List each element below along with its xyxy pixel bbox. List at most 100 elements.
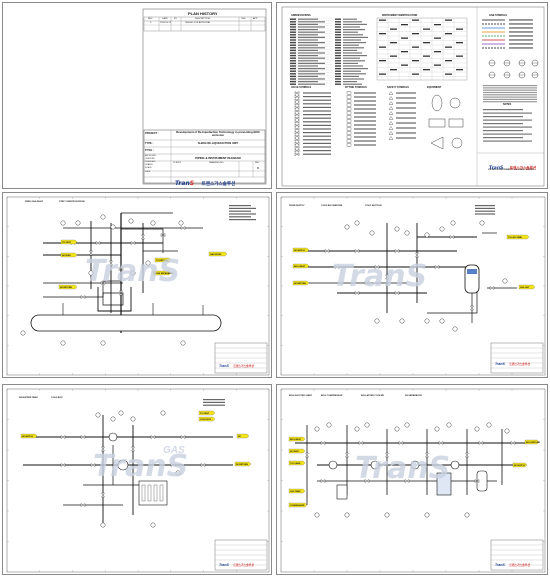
valve-icon (180, 435, 186, 439)
plate-exchanger-icon (141, 484, 146, 502)
fitting-text (354, 144, 376, 146)
note-text (203, 399, 225, 401)
storage-tank-icon (30, 314, 222, 332)
valve-icon (101, 446, 105, 452)
logo-korean: 트랜스가스솔루션 (201, 181, 236, 187)
valve-icon (320, 441, 326, 445)
valve-icon (305, 452, 309, 458)
valve-icon (364, 479, 370, 483)
legend-text-block (290, 65, 296, 67)
legend-text-block (290, 80, 296, 83)
instrument-bubble (354, 220, 360, 226)
history-header-chk: CHK (241, 17, 246, 20)
legend-text-block (343, 62, 358, 64)
instr-grid-text (456, 42, 463, 44)
safety-text (396, 137, 416, 139)
after-cooler-icon (436, 472, 452, 496)
sheet6-panel-title-3: BOG AFTER COOLER (361, 395, 384, 397)
sheet5-logo-tran: TranS (219, 563, 229, 567)
legend-text-block (335, 67, 341, 70)
history-header-description: DESCRIPTION (195, 17, 210, 20)
equip-list-text (483, 98, 537, 100)
logo-tran: Tran (175, 179, 190, 187)
sheet3-tag-2: FROM SEPARATOR (152, 270, 174, 276)
valve-icon (141, 234, 145, 240)
sheet3-tag-label: GAS FROM (210, 253, 221, 256)
compressor-icon (450, 460, 460, 470)
legend-text-block (298, 60, 318, 62)
instr-grid-text (423, 42, 430, 44)
legend-text-block (335, 52, 341, 54)
fan-icon (451, 137, 463, 149)
legend-text-block (343, 42, 366, 44)
instr-grid-text (379, 19, 386, 21)
instrument-bubble (130, 270, 136, 276)
sheet4-watermark-s: S (405, 259, 428, 294)
instrument-bubble (314, 426, 320, 432)
sheet4-tag-1: N2 SUPPLY (292, 247, 310, 253)
equip-list-text (483, 94, 537, 96)
legend-text-block (290, 54, 296, 57)
legend-title-line: LINE SYMBOLS (489, 14, 507, 17)
instr-grid-text (456, 28, 463, 30)
valve-icon (374, 265, 380, 269)
sheet6-panel-title-2: BOG COMPRESSOR (321, 395, 343, 397)
sheet4-tag-label: TO LNG TANK (508, 236, 523, 239)
sheet6-tag-label: N2 VENT (290, 451, 300, 453)
sheet6-logo: TranS 트랜스가스솔루션 (495, 553, 530, 571)
history-header-by: BY (174, 17, 177, 20)
sheet3-tag-5: N2 RETURN (58, 284, 78, 290)
legend-text-block (343, 65, 363, 67)
valve-icon (200, 463, 206, 467)
instr-grid-text (445, 73, 452, 75)
legend-text-block (290, 62, 296, 65)
sheet5-tag-shape (20, 433, 38, 439)
legend-text-block (298, 65, 318, 67)
instr-grid-text (379, 46, 386, 48)
legend-text-block (298, 75, 318, 77)
equip-list-text (483, 101, 537, 103)
legend-text-block (290, 83, 296, 85)
legend-text-block (290, 34, 296, 36)
side-label-scale: SCALE (145, 167, 152, 170)
instrument-bubble (160, 410, 166, 416)
legend-text-block (343, 26, 360, 28)
legend-text-block (343, 34, 363, 36)
instrument-bubble (118, 410, 124, 416)
legend-text-block (298, 68, 325, 70)
sheet3-watermark: TranS (85, 254, 180, 289)
sheet3-tag-shape (154, 257, 172, 263)
sheet3-panel-title-2: STEP CONDITION FROM (59, 201, 85, 203)
legend-text-block (290, 31, 296, 33)
drawing-title: PIPING & INSTRUMENT DIAGRAM (195, 155, 241, 160)
legend-title-valve: VALVE SYMBOLS (291, 86, 312, 89)
sheet3-logo-tran: TranS (219, 364, 229, 368)
sheet6-watermark: TranS (355, 451, 450, 486)
sheet3-tag-1: N2 FEED (60, 252, 78, 258)
legend-text-block (298, 49, 318, 51)
legend-valve-text (303, 150, 331, 152)
valve-icon (60, 463, 66, 467)
instrument-bubble (452, 326, 458, 332)
legend-text-block (290, 60, 296, 62)
note-text (475, 210, 495, 212)
valve-icon (478, 441, 484, 445)
legend-text-block (335, 47, 341, 49)
valve-icon (415, 252, 419, 258)
instrument-bubble (434, 426, 440, 432)
company-logo: TranS 트랜스가스솔루션 (175, 172, 235, 187)
legend-valve-text (303, 121, 331, 123)
legend-text-block (343, 31, 358, 33)
sheet4-tag-label: N2 SUPPLY (294, 250, 306, 252)
sheet3-tag-4: TO RETURN (154, 257, 172, 263)
sheet6-tag-label: CONDENSATE (290, 504, 305, 507)
sheet5-tag-shape (198, 416, 216, 422)
legend-logo-tran: TranS (489, 166, 504, 171)
sheet1-title: PLAN HISTORY (188, 11, 218, 16)
heater-icon (336, 484, 348, 500)
instrument-bubble (479, 220, 485, 226)
sheet3-tag-shape (152, 270, 172, 276)
instr-grid-text (390, 55, 397, 57)
safety-icon (388, 91, 394, 95)
